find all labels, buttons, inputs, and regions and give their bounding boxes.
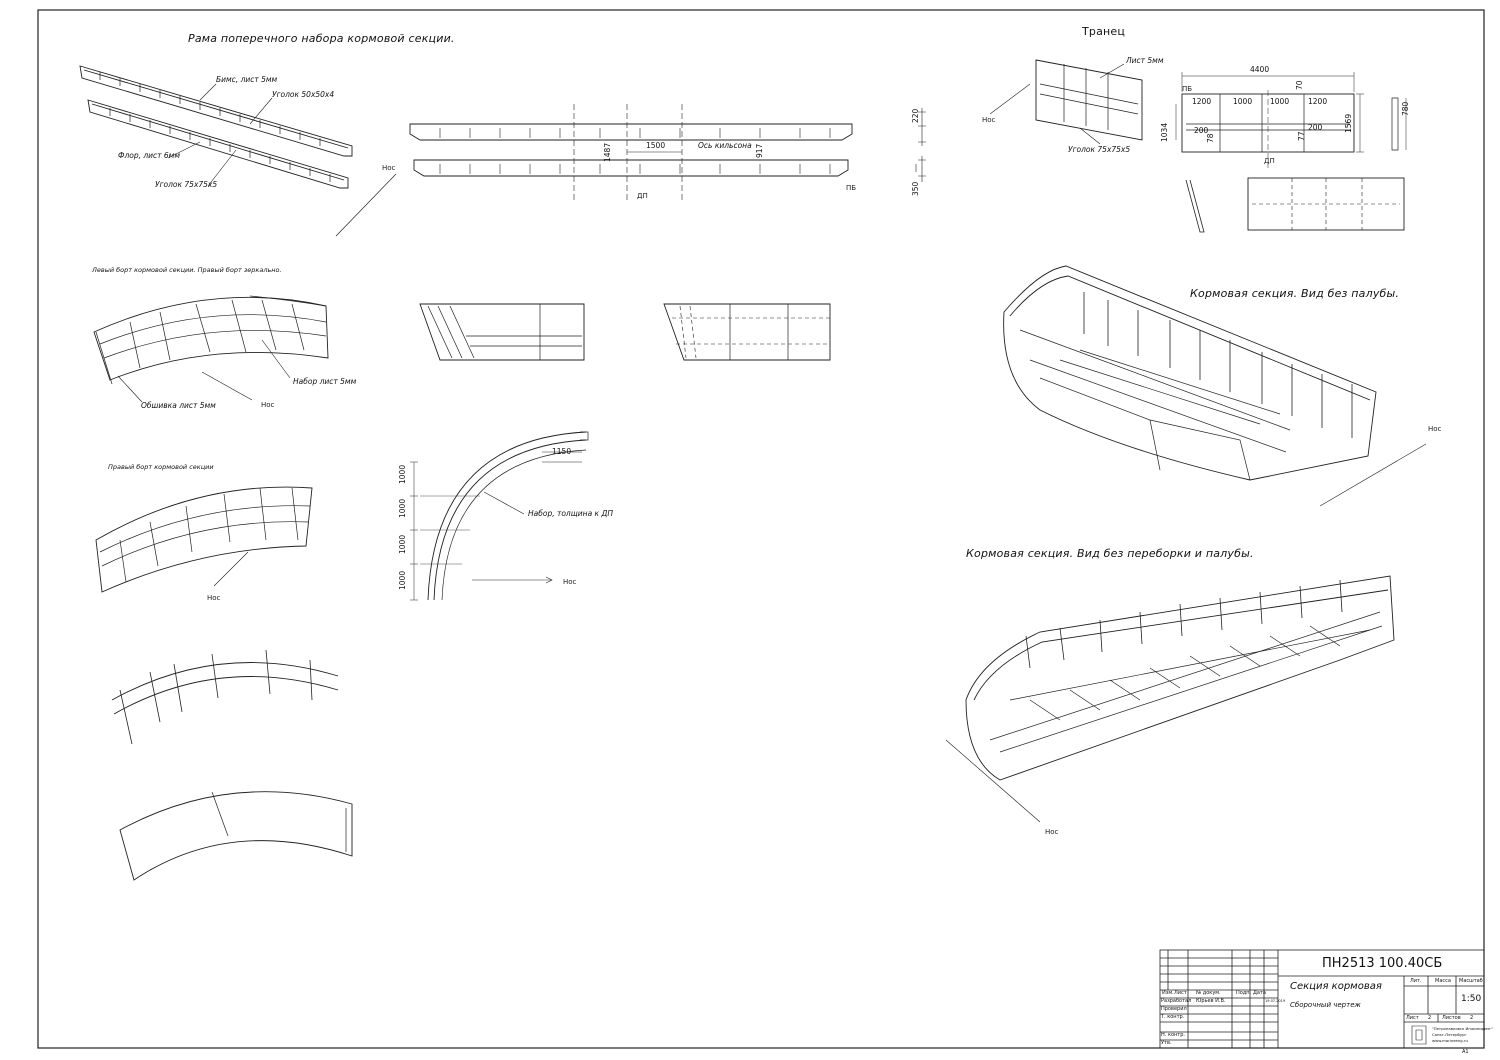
section-no-bulkhead-nos: Нос [1045, 828, 1059, 836]
tb-col-data: Дата [1253, 990, 1266, 996]
ribs-isometric [111, 649, 339, 745]
tb-row-tkontr: Т. контр. [1161, 1014, 1185, 1020]
left-side-isometric [93, 295, 329, 403]
frame-label-angle-top: Уголок 50x50x4 [272, 90, 335, 99]
plan-dim-350: 350 [911, 181, 920, 196]
tb-row-razrab: Разработал [1161, 998, 1192, 1004]
tb-org-line1: "Петропавловск Инжиниринг" [1432, 1026, 1493, 1031]
plan-dim-917: 917 [755, 143, 764, 158]
arc-nos-label: Нос [563, 578, 577, 586]
right-side-title: Правый борт кормовой секции [108, 463, 214, 471]
transom-dim-1569: 1569 [1344, 113, 1353, 133]
frame-title: Рама поперечного набора кормовой секции. [188, 32, 455, 45]
arc-dim-v4: 1000 [398, 570, 407, 590]
plan-pb-label: ПБ [846, 184, 857, 192]
transom-dim-200-right: 200 [1308, 123, 1323, 132]
tb-col-podp: Подп. [1236, 990, 1252, 996]
tb-col-list: Лист [1174, 990, 1187, 996]
left-side-label-frame: Набор лист 5мм [293, 377, 357, 386]
title-block-lines [1159, 949, 1485, 1049]
left-side-nos-label: Нос [261, 401, 275, 409]
plan-dim-1487: 1487 [603, 142, 612, 162]
tb-listov-label: Листов [1442, 1015, 1461, 1021]
tb-col-massa: Масса [1435, 978, 1451, 984]
frame-label-angle-bottom: Уголок 75x75x5 [155, 180, 218, 189]
title-block-doc-type: Сборочный чертеж [1290, 1001, 1361, 1009]
transom-dim-1034: 1034 [1160, 122, 1169, 142]
arc-dim-v1: 1000 [398, 464, 407, 484]
transom-dim-1000-a: 1000 [1233, 97, 1253, 106]
tb-col-masshtab: Масштаб [1459, 978, 1483, 984]
transom-dp-label: ДП [1264, 157, 1275, 165]
right-side-isometric [95, 486, 313, 593]
transom-dim-77: 77 [1297, 131, 1306, 141]
plan-dim-1500: 1500 [646, 141, 666, 150]
tb-row-prov: Проверил [1161, 1006, 1187, 1012]
transom-dim-78: 78 [1206, 133, 1215, 143]
frame-label-beams: Бимс, лист 5мм [216, 75, 278, 84]
title-block-name: Секция кормовая [1290, 981, 1382, 992]
plan-dim-220: 220 [911, 108, 920, 123]
tb-listov-value: 2 [1470, 1015, 1474, 1021]
arc-dim-1150: 1150 [552, 447, 572, 456]
section-no-deck-nos: Нос [1428, 425, 1442, 433]
tb-col-ndoc: № докум. [1196, 990, 1221, 996]
transom-label-sheet: Лист 5мм [1126, 56, 1164, 65]
left-side-label-plating: Обшивка лист 5мм [141, 401, 216, 410]
plan-dp-label: ДП [637, 192, 648, 200]
section-no-bulkhead [945, 575, 1395, 823]
transom-dim-4400: 4400 [1250, 65, 1270, 74]
transom-dim-200-left: 200 [1194, 126, 1209, 135]
tb-razrab-name: Юрьев И.В. [1196, 998, 1226, 1004]
arc-dim-v3: 1000 [398, 534, 407, 554]
tb-col-lit: Лит. [1410, 978, 1422, 984]
tb-org-line3: www.marineeng.ru [1432, 1038, 1468, 1043]
transom-nos-label: Нос [982, 116, 996, 124]
section-no-deck [1003, 265, 1427, 507]
section-no-deck-title: Кормовая секция. Вид без палубы. [1190, 287, 1400, 300]
arc-label: Набор, толщина к ДП [528, 509, 613, 518]
title-block-designation: ПН2513 100.40СБ [1322, 956, 1443, 971]
transom-title: Транец [1082, 25, 1126, 38]
tb-row-nkontr: Н. контр. [1161, 1032, 1185, 1038]
tb-scale: 1:50 [1461, 994, 1482, 1004]
frame-plan [409, 104, 926, 200]
transom-pb-label: ПБ [1182, 85, 1193, 93]
transom-views [989, 59, 1407, 233]
transom-dim-1200-b: 1200 [1308, 97, 1328, 106]
tb-org-line2: Санкт-Петербург [1432, 1032, 1467, 1037]
arc-profile [410, 431, 589, 601]
frame-isometric [79, 65, 397, 237]
tb-format: А1 [1462, 1049, 1469, 1055]
plating-isometric [119, 791, 353, 881]
tb-col-izm: Изм. [1162, 990, 1174, 996]
arc-dim-v2: 1000 [398, 498, 407, 518]
transom-dim-1000-b: 1000 [1270, 97, 1290, 106]
tb-row-utv: Утв. [1161, 1040, 1172, 1046]
transom-dim-70: 70 [1295, 80, 1304, 90]
right-side-nos-label: Нос [207, 594, 221, 602]
frame-nos-label: Нос [382, 164, 396, 172]
section-no-bulkhead-title: Кормовая секция. Вид без переборки и пал… [966, 547, 1254, 560]
frame-label-floor: Флор, лист 6мм [118, 151, 180, 160]
tb-list-value: 2 [1428, 1015, 1432, 1021]
tb-razrab-date: 19.07.2019 [1265, 999, 1286, 1003]
tb-list-label: Лист [1406, 1015, 1419, 1021]
left-side-title: Левый борт кормовой секции. Правый борт … [92, 266, 282, 274]
plan-keelson-axis: Ось кильсона [698, 141, 752, 150]
transom-dim-780: 780 [1401, 101, 1410, 116]
side-elevations [419, 303, 831, 361]
transom-label-angle: Уголок 75x75x5 [1068, 145, 1131, 154]
sheet-border [37, 9, 1485, 1049]
transom-dim-1200-a: 1200 [1192, 97, 1212, 106]
